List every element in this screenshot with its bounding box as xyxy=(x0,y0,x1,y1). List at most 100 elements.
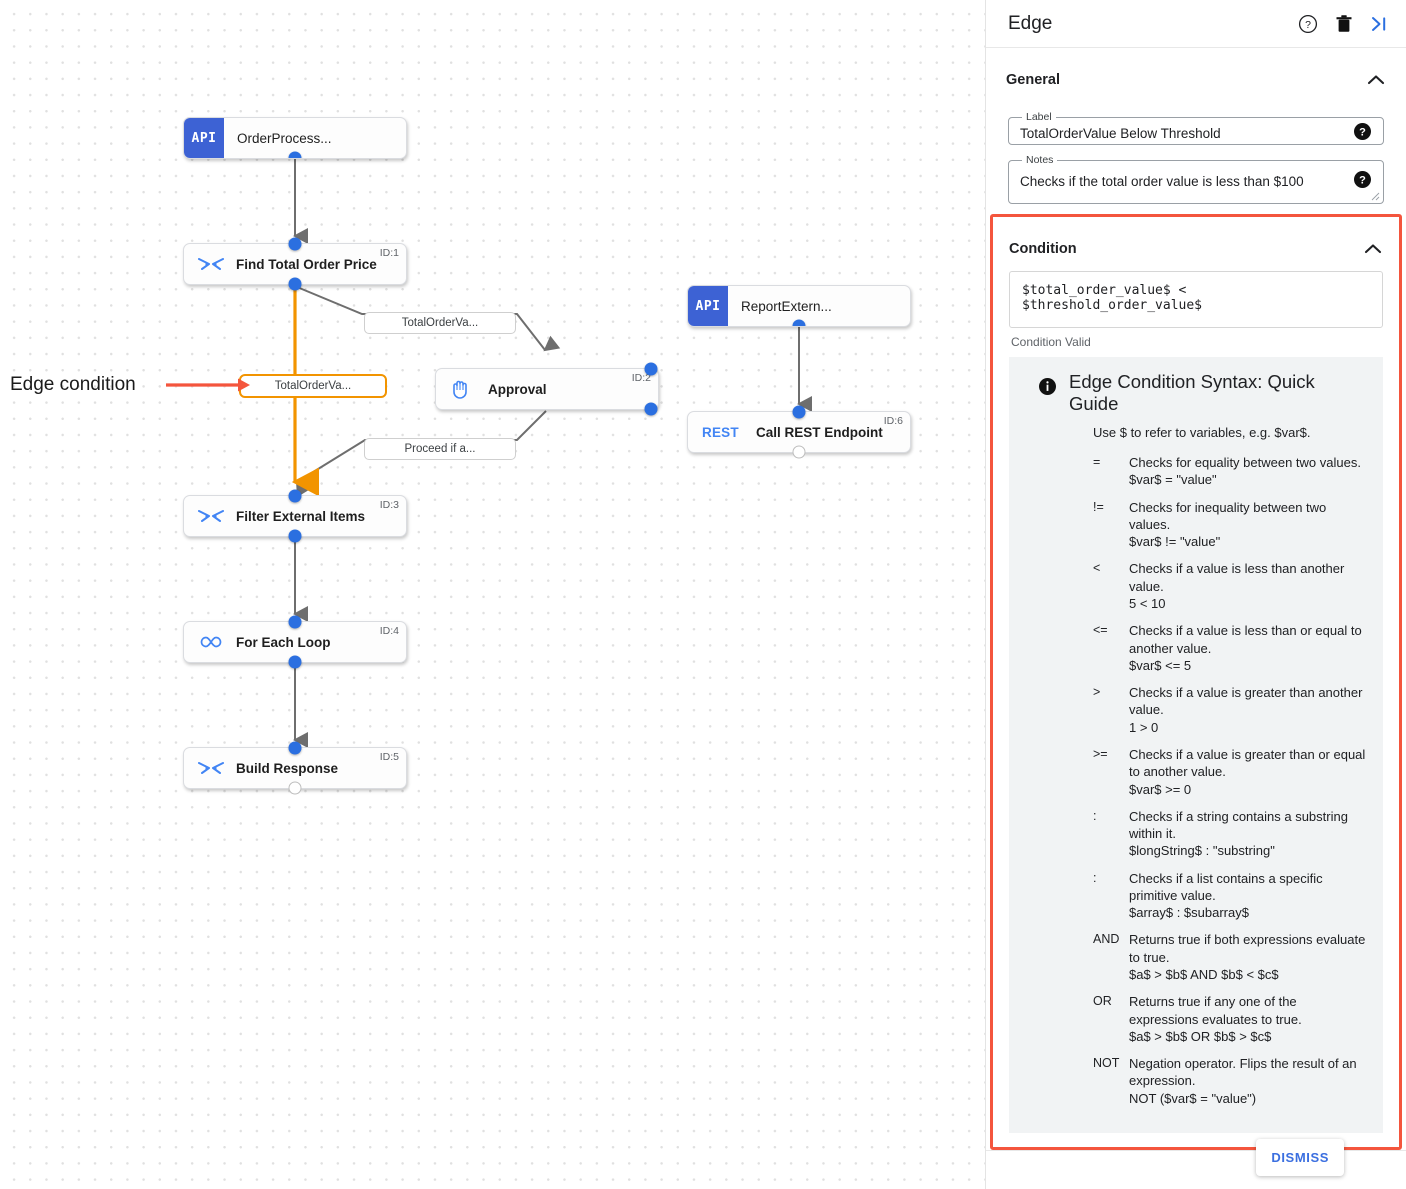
operator-example: $array$ : $subarray$ xyxy=(1129,905,1249,921)
general-section-header[interactable]: General xyxy=(1006,58,1386,102)
operator-list: =Checks for equality between two values.… xyxy=(1025,454,1367,1107)
node-label: Find Total Order Price xyxy=(236,256,377,272)
node-port-out[interactable] xyxy=(288,655,302,669)
edge-label-to-approval[interactable]: TotalOrderVa... xyxy=(364,312,516,334)
node-port-out[interactable] xyxy=(288,529,302,543)
help-circle-icon[interactable]: ? xyxy=(1298,14,1318,34)
operator-description: Checks if a value is less than or equal … xyxy=(1129,623,1362,656)
node-id-badge: ID:6 xyxy=(883,415,903,427)
edge-connector-layer xyxy=(291,159,812,748)
operator-example: $var$ <= 5 xyxy=(1129,657,1192,673)
operator-description: Checks for inequality between two values… xyxy=(1129,499,1327,532)
node-port-out[interactable] xyxy=(288,781,302,795)
operator-row: >Checks if a value is greater than anoth… xyxy=(1025,684,1367,736)
operator-description-block: Negation operator. Flips the result of a… xyxy=(1129,1055,1367,1107)
node-port-in[interactable] xyxy=(644,362,658,376)
general-title: General xyxy=(1006,72,1060,88)
dismiss-button[interactable]: DISMISS xyxy=(1256,1139,1344,1176)
chevron-up-icon[interactable] xyxy=(1363,242,1383,256)
operator-row: OR Returns true if any one of the express… xyxy=(1025,993,1367,1045)
notes-field-value[interactable]: Checks if the total order value is less … xyxy=(1020,174,1304,189)
edge-label-selected[interactable]: TotalOrderVa... xyxy=(239,374,387,398)
node-port-in[interactable] xyxy=(792,405,806,419)
node-label: Filter External Items xyxy=(236,508,366,524)
operator-symbol: <= xyxy=(1093,623,1108,638)
operator-description-block: Returns true if any one of the expressio… xyxy=(1129,993,1367,1045)
notes-field[interactable]: Notes Checks if the total order value is… xyxy=(1008,154,1384,204)
node-approval[interactable]: Approval ID:2 xyxy=(435,362,659,416)
operator-description-block: Checks if a value is greater than anothe… xyxy=(1129,684,1367,736)
node-build-response[interactable]: Build Response ID:5 xyxy=(183,741,407,795)
operator-row: =Checks for equality between two values.… xyxy=(1025,454,1367,489)
node-label: ReportExtern... xyxy=(741,298,832,314)
operator-row: >=Checks if a value is greater than or e… xyxy=(1025,746,1367,798)
rest-badge: REST xyxy=(702,424,739,440)
operator-example: $var$ = "value" xyxy=(1129,472,1217,488)
condition-section-header[interactable]: Condition xyxy=(1009,227,1383,271)
help-badge-icon[interactable]: ? xyxy=(1354,171,1371,193)
node-port-out[interactable] xyxy=(288,277,302,291)
node-label: Build Response xyxy=(236,760,339,776)
operator-description: Returns true if both expressions evaluat… xyxy=(1129,932,1366,965)
node-label: Call REST Endpoint xyxy=(756,424,883,440)
node-call-rest-endpoint[interactable]: REST Call REST Endpoint ID:6 xyxy=(687,405,911,459)
node-port-in[interactable] xyxy=(288,237,302,251)
node-reportextern[interactable]: API ReportExtern... xyxy=(687,285,911,327)
guide-title: Edge Condition Syntax: Quick Guide xyxy=(1069,371,1315,414)
node-port-out[interactable] xyxy=(792,445,806,459)
node-port-in[interactable] xyxy=(288,615,302,629)
operator-example: 5 < 10 xyxy=(1129,595,1166,611)
node-port-in[interactable] xyxy=(288,741,302,755)
operator-symbol: OR xyxy=(1093,994,1112,1009)
node-orderprocess[interactable]: API OrderProcess... xyxy=(183,117,407,159)
collapse-panel-icon[interactable] xyxy=(1370,15,1390,33)
node-port-out[interactable] xyxy=(644,402,658,416)
operator-description-block: Checks if a value is less than another v… xyxy=(1129,560,1367,612)
trash-icon[interactable] xyxy=(1335,14,1353,34)
operator-symbol: != xyxy=(1093,499,1104,514)
operator-description: Checks if a list contains a specific pri… xyxy=(1129,870,1323,903)
svg-text:?: ? xyxy=(1305,19,1311,31)
merge-arrows-icon xyxy=(198,760,228,776)
merge-arrows-icon xyxy=(198,256,228,272)
node-filter-external-items[interactable]: Filter External Items ID:3 xyxy=(183,489,407,543)
operator-description: Checks for equality between two values. xyxy=(1129,455,1361,470)
node-id-badge: ID:3 xyxy=(379,499,399,511)
node-port-out[interactable] xyxy=(792,319,806,326)
label-field[interactable]: Label TotalOrderValue Below Threshold ? xyxy=(1008,111,1384,145)
operator-description-block: Checks if a value is less than or equal … xyxy=(1129,622,1367,674)
edge-label-proceed[interactable]: Proceed if a... xyxy=(364,438,516,460)
flow-canvas[interactable]: Edge condition API OrderProcess... Find … xyxy=(0,0,985,1189)
operator-symbol: < xyxy=(1093,561,1101,576)
chevron-up-icon[interactable] xyxy=(1366,73,1386,87)
condition-title: Condition xyxy=(1009,241,1077,257)
node-port-in[interactable] xyxy=(288,489,302,503)
operator-description: Checks if a value is less than another v… xyxy=(1129,561,1345,594)
node-id-badge: ID:2 xyxy=(631,372,651,384)
operator-description: Checks if a value is greater than anothe… xyxy=(1129,685,1363,718)
operator-symbol: : xyxy=(1093,870,1097,885)
svg-text:?: ? xyxy=(1359,174,1366,186)
node-find-total-order-price[interactable]: Find Total Order Price ID:1 xyxy=(183,237,407,291)
node-port-out[interactable] xyxy=(288,151,302,158)
operator-description-block: Checks for inequality between two values… xyxy=(1129,499,1367,551)
condition-section-highlight: Condition $total_order_value$ < $thresho… xyxy=(990,214,1402,1150)
guide-intro: Use $ to refer to variables, e.g. $var$. xyxy=(1093,425,1311,440)
condition-validity-status: Condition Valid xyxy=(1011,335,1091,349)
operator-description: Returns true if any one of the expressio… xyxy=(1129,994,1302,1027)
svg-text:?: ? xyxy=(1359,126,1366,138)
operator-description-block: Returns true if both expressions evaluat… xyxy=(1129,931,1367,983)
operator-description-block: Checks for equality between two values. $… xyxy=(1129,454,1367,489)
operator-description: Negation operator. Flips the result of a… xyxy=(1129,1056,1357,1089)
resize-grip-icon[interactable] xyxy=(1370,191,1380,201)
node-for-each-loop[interactable]: For Each Loop ID:4 xyxy=(183,615,407,669)
help-badge-icon[interactable]: ? xyxy=(1354,122,1371,145)
condition-expression-input[interactable]: $total_order_value$ < $threshold_order_v… xyxy=(1009,271,1383,328)
operator-description: Checks if a value is greater than or equ… xyxy=(1129,746,1366,780)
merge-arrows-icon xyxy=(198,508,228,524)
label-field-value[interactable]: TotalOrderValue Below Threshold xyxy=(1020,126,1221,141)
edge-properties-panel: Edge ? xyxy=(985,0,1406,1189)
annotation-arrow-icon xyxy=(166,378,250,392)
node-label: Approval xyxy=(488,381,547,397)
